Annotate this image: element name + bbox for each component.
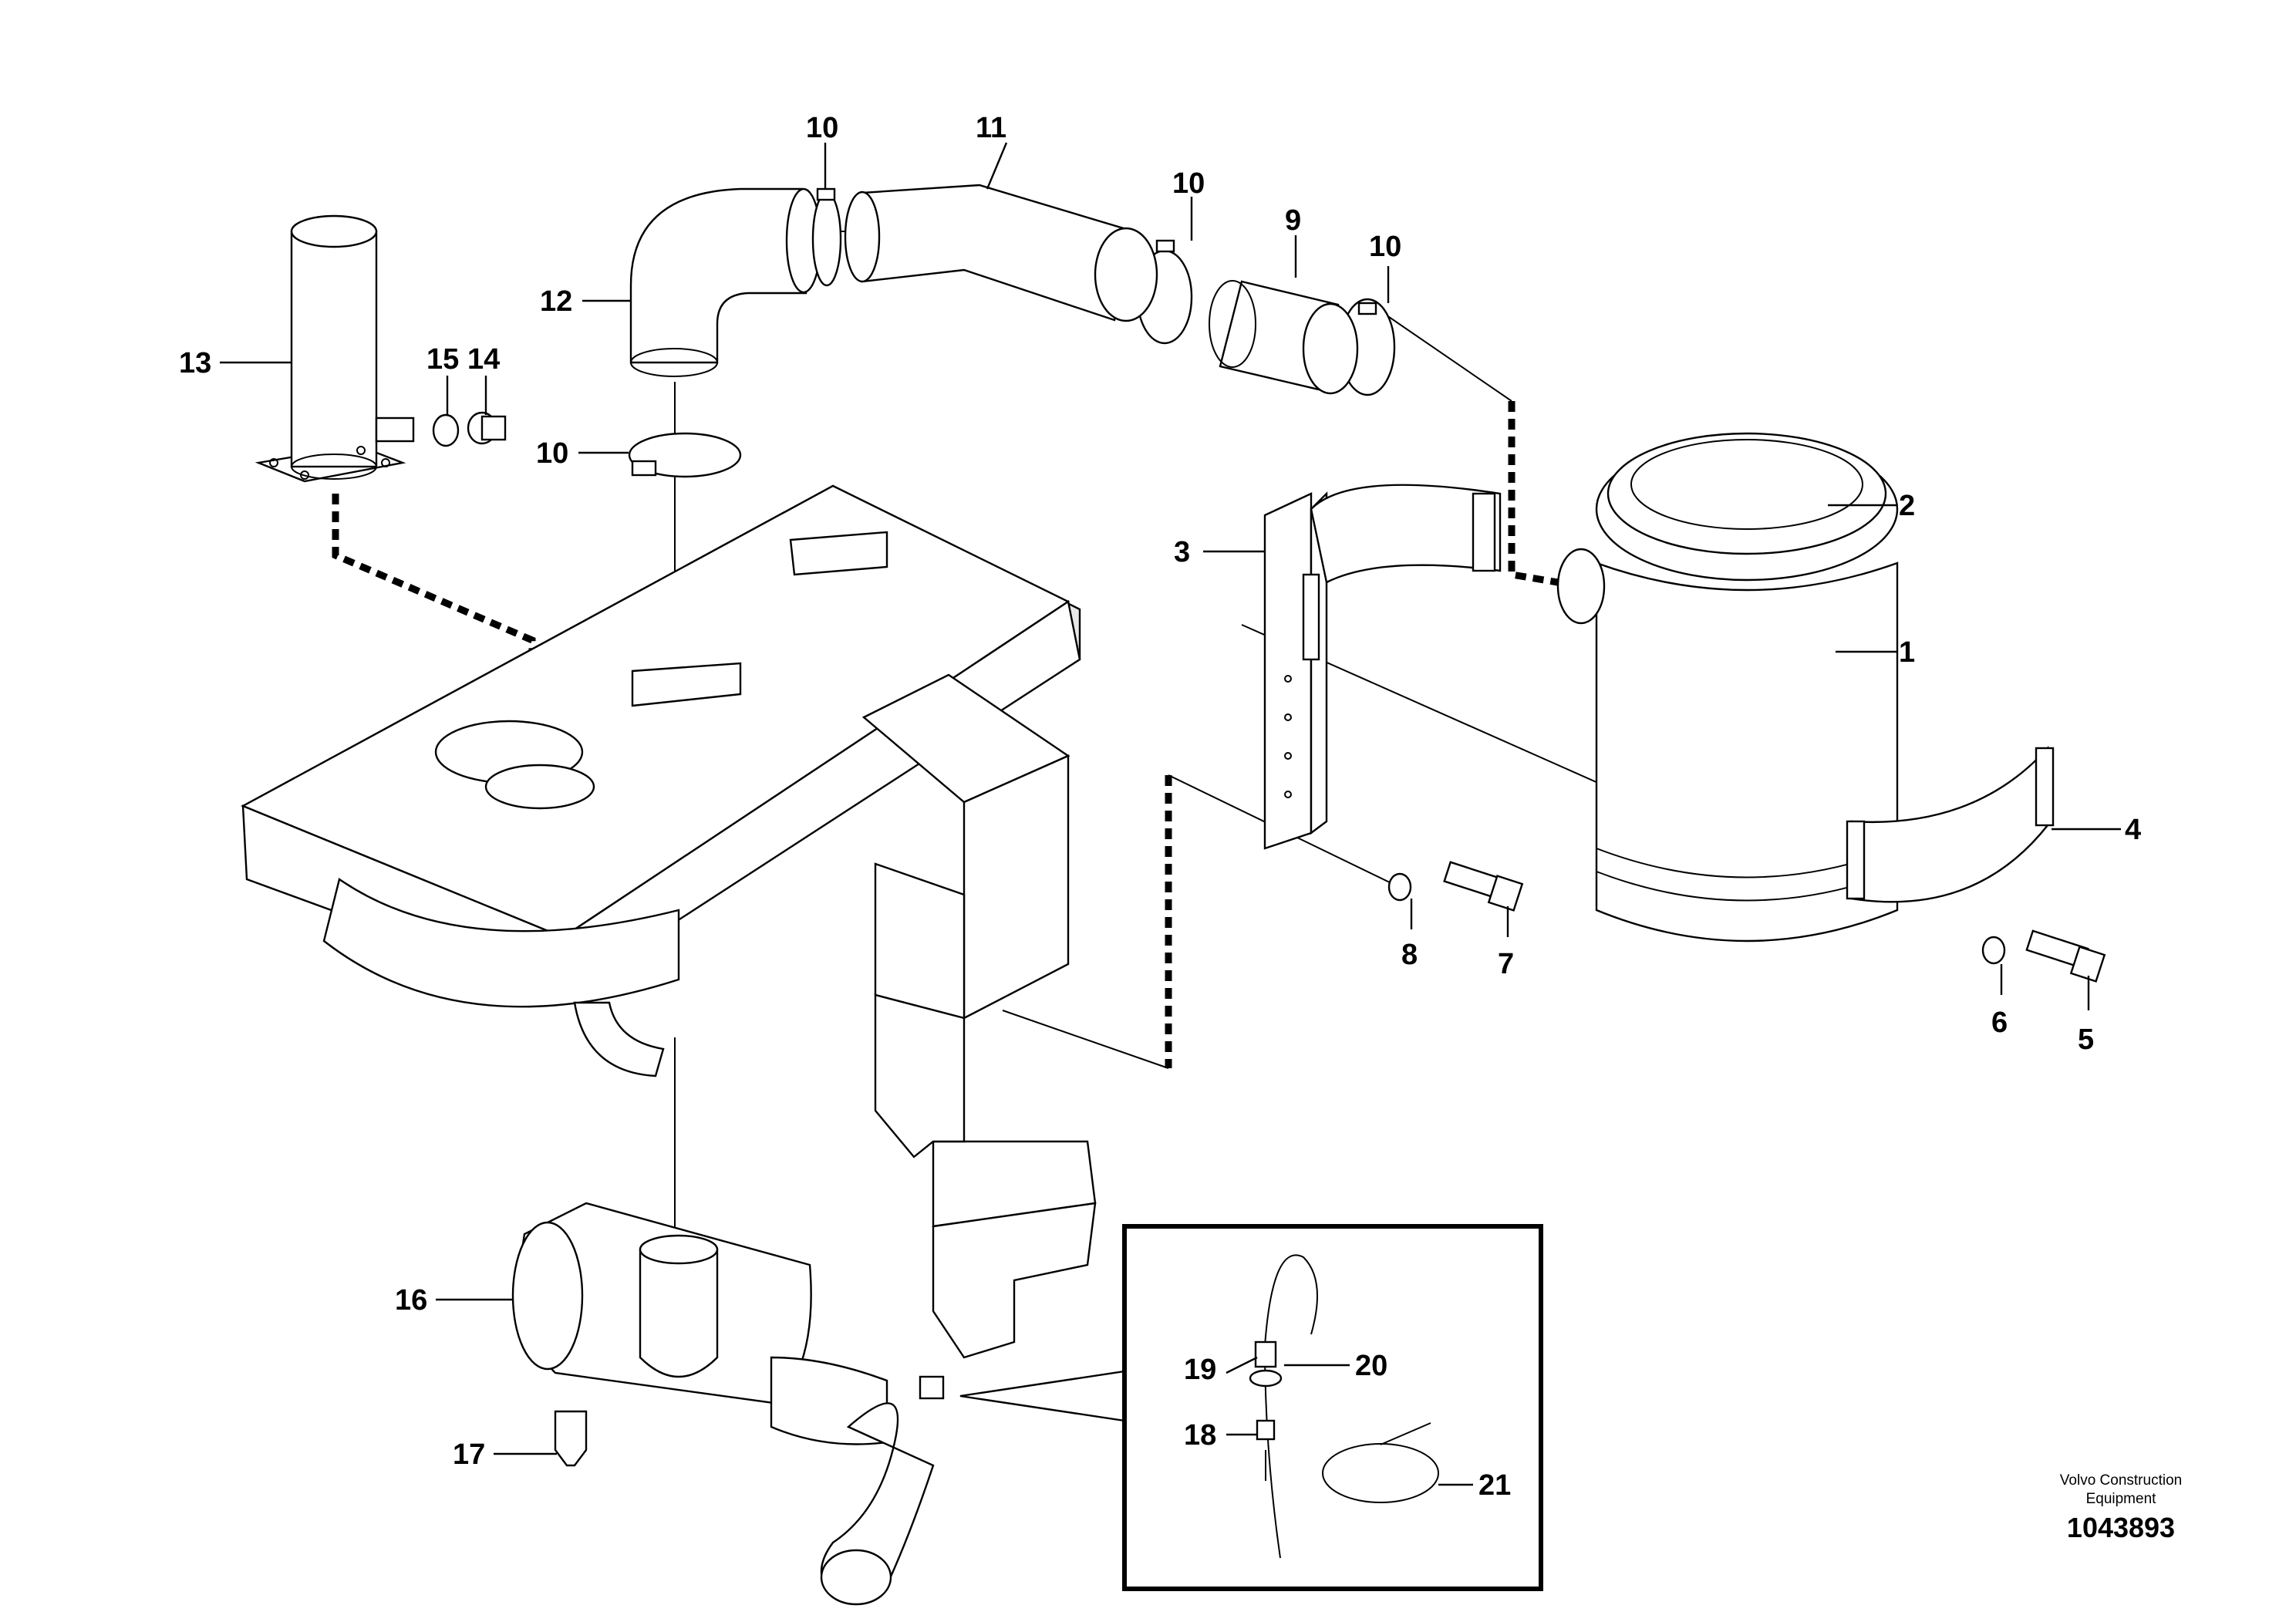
part-1-filter-body — [1556, 548, 1899, 943]
callout-14: 14 — [467, 343, 500, 376]
callout-10-c: 10 — [1369, 231, 1401, 263]
engine-hood-frame — [241, 484, 1097, 1359]
part-12-elbow — [629, 187, 822, 377]
callout-13: 13 — [179, 347, 211, 379]
callout-6: 6 — [1991, 1007, 2008, 1039]
callout-10-d: 10 — [536, 437, 568, 470]
callout-9: 9 — [1285, 204, 1301, 237]
callout-15: 15 — [426, 343, 459, 376]
callout-16: 16 — [395, 1284, 427, 1317]
part-14-15-fittings — [432, 411, 507, 447]
callouts: 1 2 3 4 5 6 7 8 9 10 10 10 10 11 12 13 1… — [179, 112, 2141, 1502]
leader-lines — [220, 142, 2121, 1486]
part-16-precleaner — [511, 1202, 945, 1606]
callout-10-a: 10 — [806, 112, 838, 144]
callout-12: 12 — [540, 285, 572, 318]
callout-17: 17 — [453, 1438, 485, 1471]
callout-20: 20 — [1355, 1350, 1387, 1382]
callout-8: 8 — [1401, 939, 1418, 971]
part-2-filter-cover — [1595, 432, 1899, 582]
callout-21: 21 — [1478, 1469, 1511, 1502]
part-4-strap — [1846, 745, 2055, 903]
callout-2: 2 — [1899, 490, 1915, 522]
callout-5: 5 — [2078, 1023, 2094, 1056]
callout-10-b: 10 — [1172, 167, 1205, 200]
drawing-number: 1043893 — [2066, 1512, 2176, 1543]
brand-label: Volvo Construction Equipment — [2005, 1472, 2237, 1509]
brand-line-2: Equipment — [2085, 1491, 2156, 1507]
bolts-and-washers — [1387, 861, 2106, 983]
callout-7: 7 — [1498, 948, 1514, 980]
callout-18: 18 — [1184, 1419, 1216, 1452]
callout-4: 4 — [2125, 814, 2141, 846]
part-13-exhaust-pipe — [255, 214, 415, 483]
part-11-hose — [844, 184, 1158, 322]
detail-box — [959, 1224, 1543, 1591]
part-9-sleeve — [1209, 280, 1359, 395]
callout-19: 19 — [1184, 1354, 1216, 1386]
callout-1: 1 — [1899, 636, 1915, 669]
brand-line-1: Volvo Construction — [2059, 1472, 2183, 1489]
callout-11: 11 — [976, 112, 1006, 144]
callout-3: 3 — [1174, 536, 1190, 568]
part-3-bracket — [1263, 484, 1502, 850]
